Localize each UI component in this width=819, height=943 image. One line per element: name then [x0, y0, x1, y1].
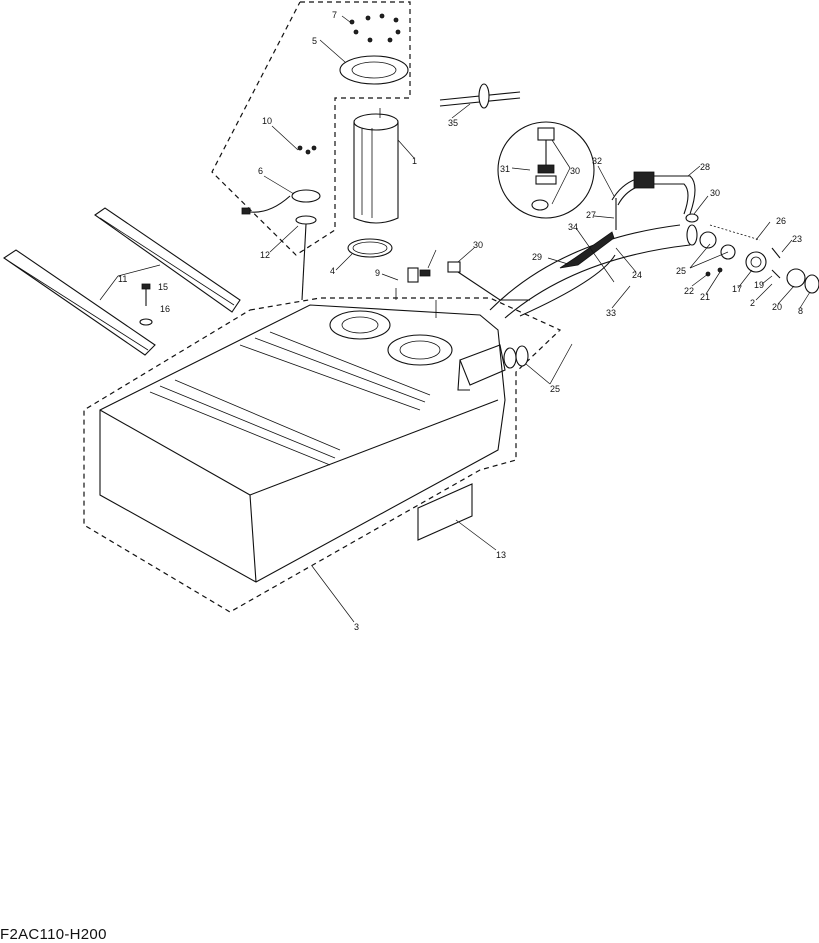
mounting-rails — [3, 207, 241, 356]
callout-10: 10 — [262, 116, 272, 126]
detail-circle — [497, 121, 595, 219]
bolt-35 — [439, 83, 521, 109]
callout-22: 22 — [684, 286, 694, 296]
callout-27: 27 — [586, 210, 596, 220]
callout-16: 16 — [160, 304, 170, 314]
callout-11: 11 — [118, 274, 127, 284]
callout-24: 24 — [632, 270, 642, 280]
vent-valve — [395, 261, 530, 318]
retainer-ring — [339, 13, 409, 85]
callout-30a: 30 — [473, 240, 483, 250]
callout-15: 15 — [158, 282, 168, 292]
callout-7: 7 — [332, 10, 337, 20]
leader-lines — [263, 15, 811, 623]
callout-5: 5 — [312, 36, 317, 46]
callout-2: 2 — [750, 298, 755, 308]
callout-31: 31 — [500, 164, 510, 174]
callout-28: 28 — [700, 162, 710, 172]
vent-hose — [611, 171, 699, 230]
callout-6: 6 — [258, 166, 263, 176]
callout-3: 3 — [354, 622, 359, 632]
gasket-inner — [352, 241, 388, 255]
callout-12: 12 — [260, 250, 270, 260]
callout-33: 33 — [606, 308, 616, 318]
callout-13: 13 — [496, 550, 506, 560]
callout-4: 4 — [330, 266, 335, 276]
callout-34: 34 — [568, 222, 578, 232]
callout-29: 29 — [532, 252, 542, 262]
fuel-tank — [99, 304, 506, 583]
callouts: 7 5 1 10 6 12 4 11 15 16 9 30 35 31 30 3… — [118, 10, 803, 632]
callout-23: 23 — [792, 234, 802, 244]
label-plate — [417, 483, 473, 541]
filler-pipe — [489, 224, 698, 319]
fuel-sender — [241, 145, 321, 301]
callout-1: 1 — [412, 156, 417, 166]
drawing-code: F2AC110-H200 — [0, 926, 107, 943]
callout-17: 17 — [732, 284, 742, 294]
callout-25b: 25 — [550, 384, 560, 394]
callout-25a: 25 — [676, 266, 686, 276]
callout-26: 26 — [776, 216, 786, 226]
callout-19: 19 — [754, 280, 764, 290]
callout-30b: 30 — [570, 166, 580, 176]
callout-9: 9 — [375, 268, 380, 278]
neck-hose — [503, 345, 529, 369]
callout-30c: 30 — [710, 188, 720, 198]
callout-20: 20 — [772, 302, 782, 312]
group-outlines — [83, 1, 562, 613]
callout-21: 21 — [700, 292, 710, 302]
fuel-pump — [353, 108, 399, 224]
callout-35: 35 — [448, 118, 458, 128]
filler-cap-parts — [699, 224, 819, 294]
callout-8: 8 — [798, 306, 803, 316]
callout-32: 32 — [592, 156, 602, 166]
bolt-washer — [139, 283, 153, 326]
